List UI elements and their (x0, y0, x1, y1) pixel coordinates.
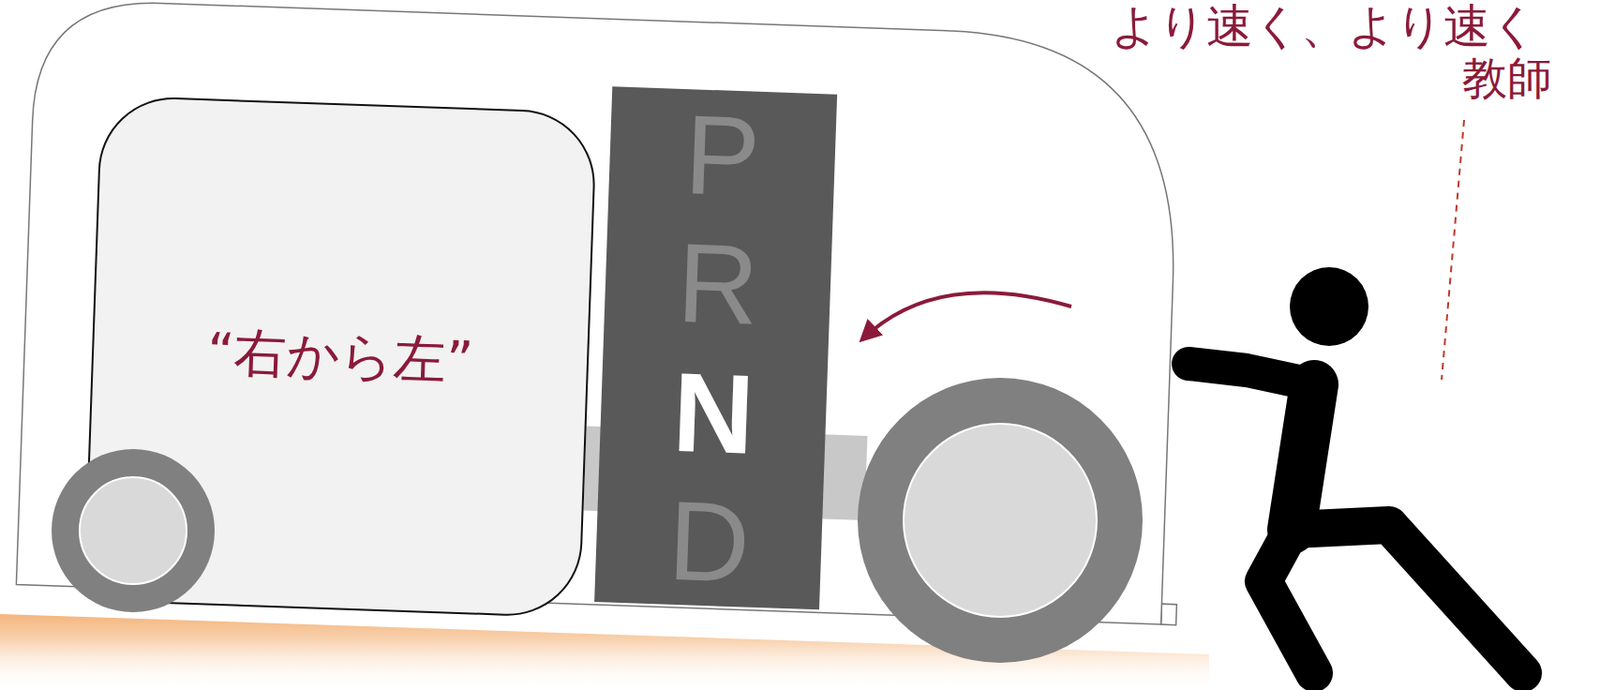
role-label: 教師 (1462, 52, 1553, 105)
instruction-text: “右から左” (206, 322, 475, 390)
van-group (15, 0, 1197, 626)
van-body (15, 0, 1182, 625)
push-direction-arrow (862, 292, 1072, 340)
gear-letter-active: N (671, 349, 757, 477)
arm (1188, 363, 1313, 385)
gear-letter: R (674, 220, 761, 347)
gear-letter: D (666, 478, 752, 605)
teacher-figure (1188, 267, 1524, 673)
gear-selector-panel: PRND (594, 86, 838, 610)
leader-line (1441, 119, 1465, 380)
gear-letter: P (683, 91, 763, 219)
tire (51, 448, 215, 613)
back-leg (1291, 524, 1524, 673)
van-bumper (1161, 603, 1178, 626)
tire (857, 377, 1143, 663)
rear-wheel (51, 448, 215, 613)
hub (903, 423, 1097, 617)
front-wheel (857, 377, 1143, 663)
front-leg (1263, 529, 1315, 673)
torso (1291, 384, 1315, 530)
heading-note: より速く、より速く (1110, 0, 1539, 54)
hub (79, 477, 187, 584)
head (1289, 267, 1369, 346)
